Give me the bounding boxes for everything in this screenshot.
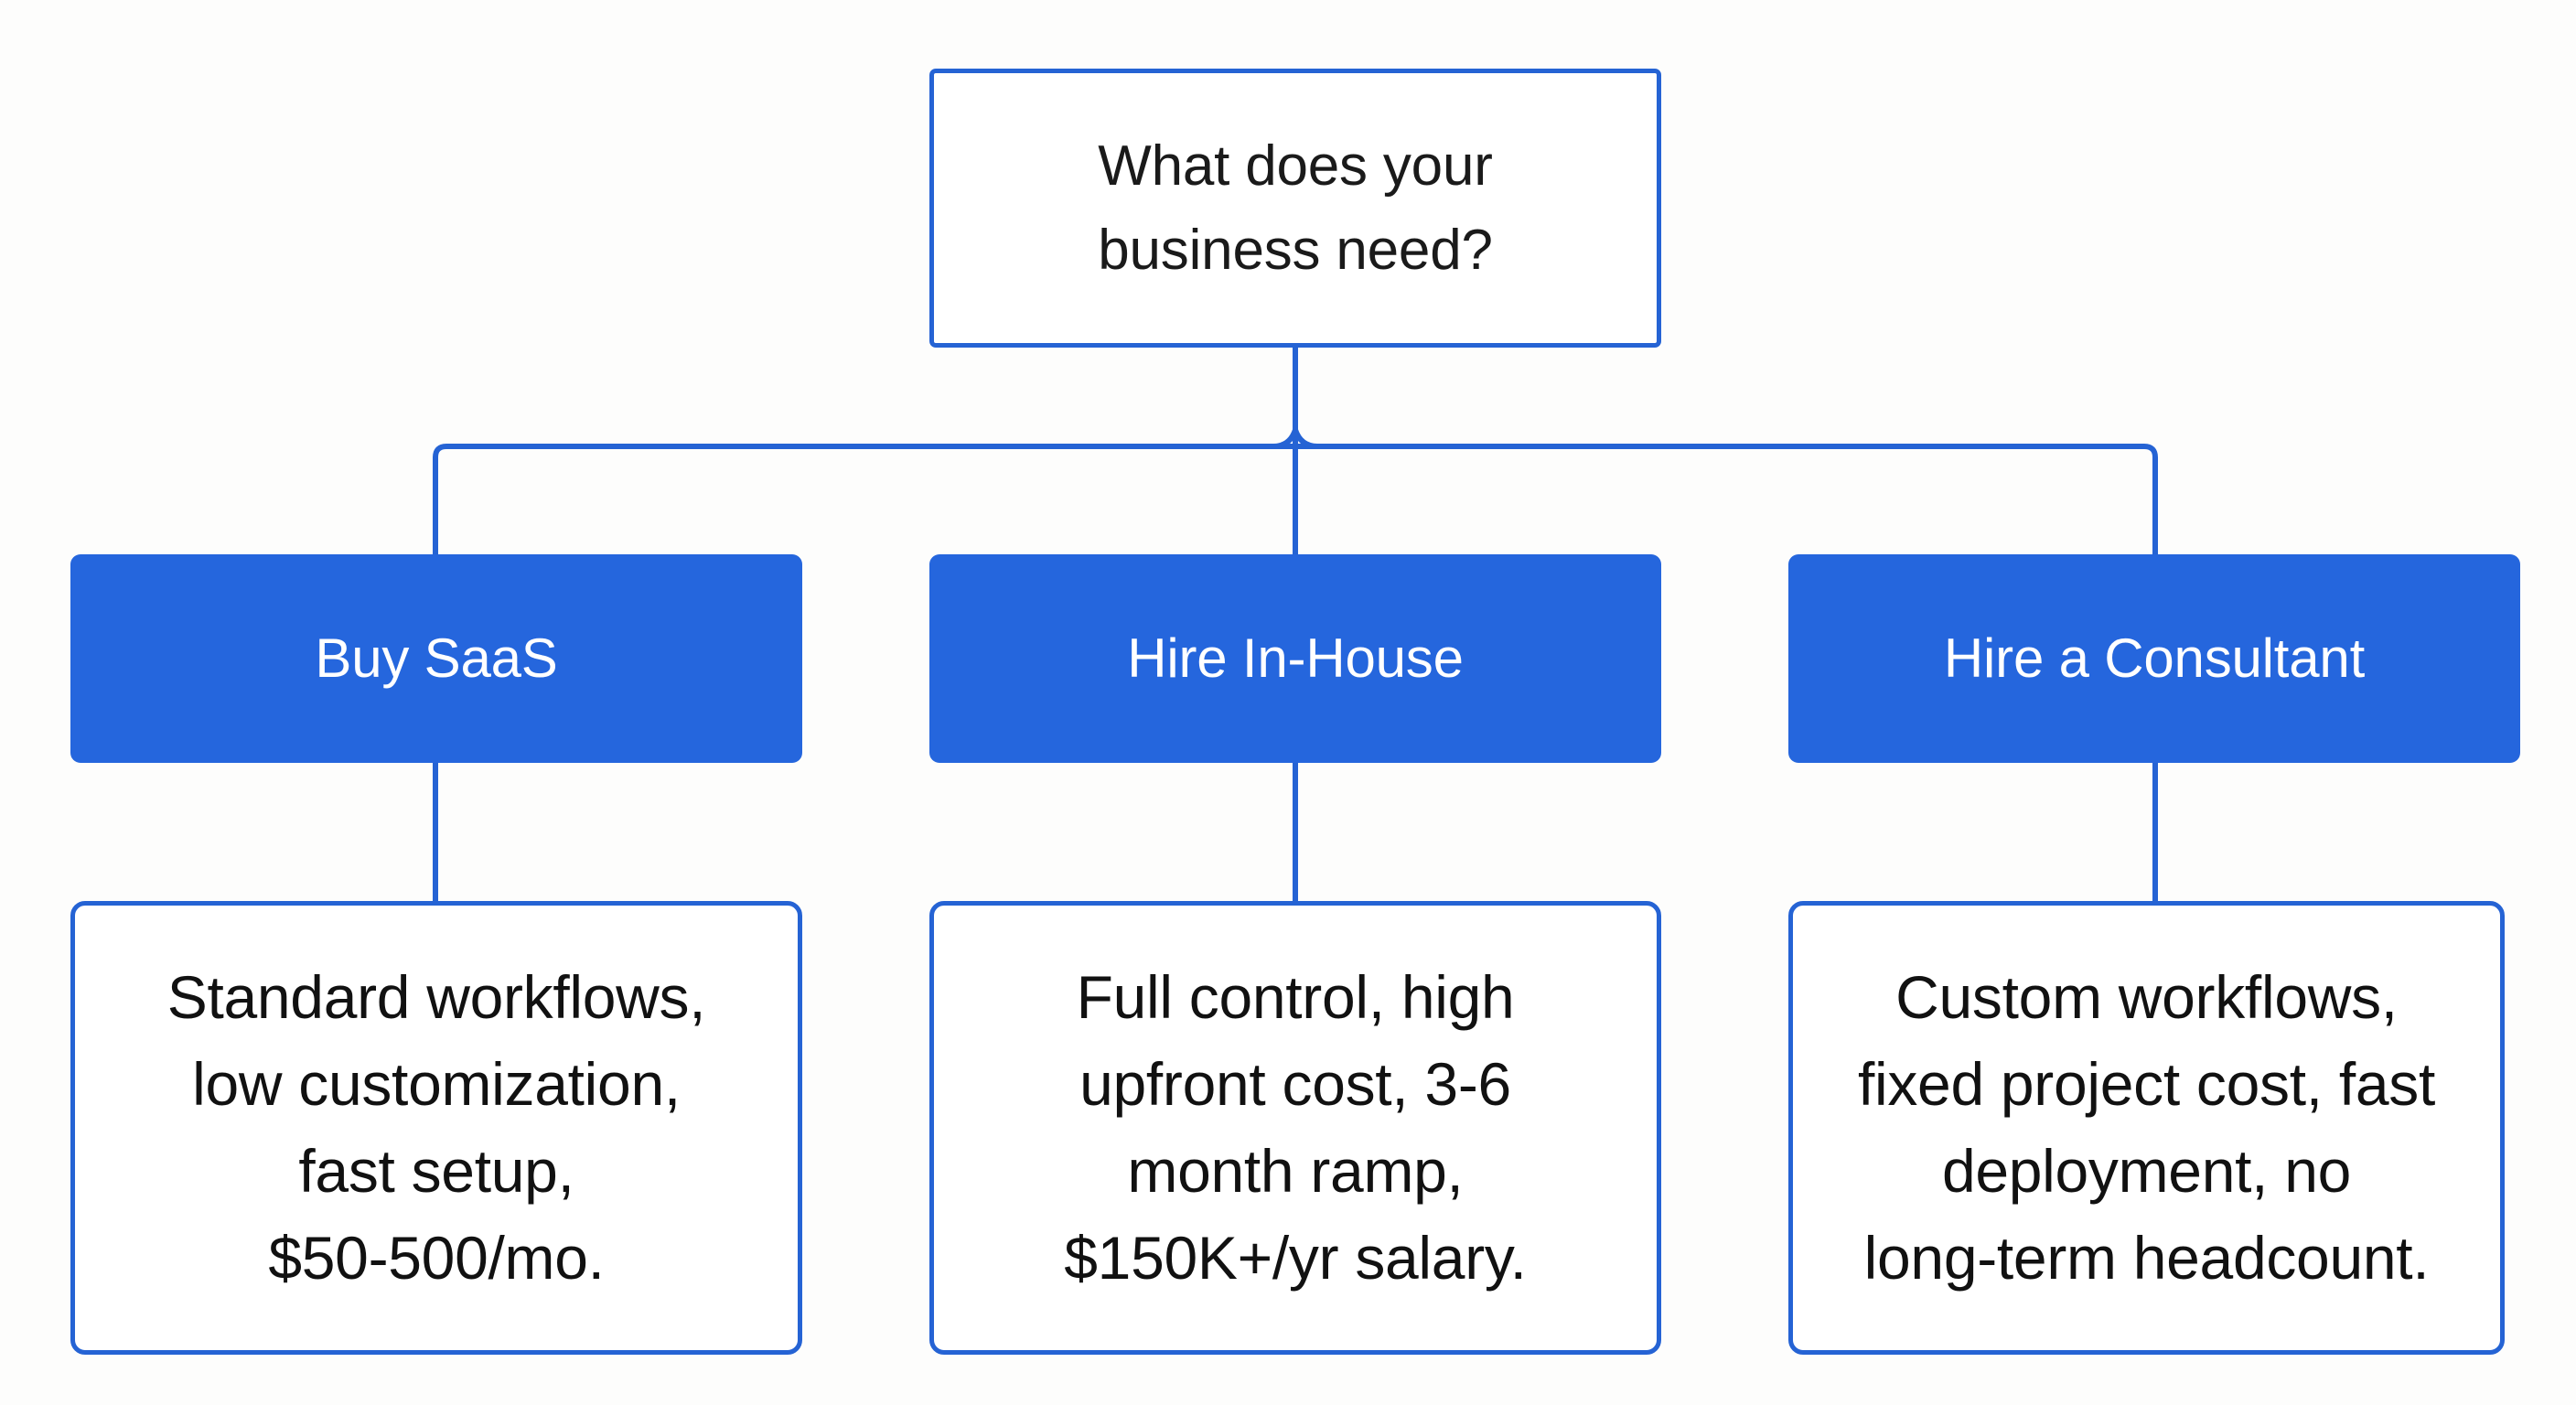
connector-bus-fillet-right	[1293, 428, 1318, 449]
detail-node-hire-consultant[interactable]: Custom workflows, fixed project cost, fa…	[1788, 901, 2505, 1355]
option-label-hire-in-house: Hire In-House	[1127, 627, 1464, 689]
detail-node-buy-saas[interactable]: Standard workflows, low customization, f…	[70, 901, 802, 1355]
option-label-hire-consultant: Hire a Consultant	[1943, 627, 2366, 689]
option-label-buy-saas: Buy SaaS	[315, 627, 558, 689]
detail-label-hire-in-house: Full control, high upfront cost, 3-6 mon…	[1064, 963, 1527, 1292]
option-node-hire-consultant[interactable]: Hire a Consultant	[1788, 554, 2520, 763]
detail-node-hire-in-house[interactable]: Full control, high upfront cost, 3-6 mon…	[929, 901, 1661, 1355]
option-node-buy-saas[interactable]: Buy SaaS	[70, 554, 802, 763]
root-question-node[interactable]: What does your business need?	[929, 69, 1661, 348]
option-node-hire-in-house[interactable]: Hire In-House	[929, 554, 1661, 763]
root-question-label: What does your business need?	[1098, 134, 1493, 282]
detail-label-hire-consultant: Custom workflows, fixed project cost, fa…	[1857, 963, 2436, 1292]
detail-label-buy-saas: Standard workflows, low customization, f…	[166, 963, 706, 1292]
